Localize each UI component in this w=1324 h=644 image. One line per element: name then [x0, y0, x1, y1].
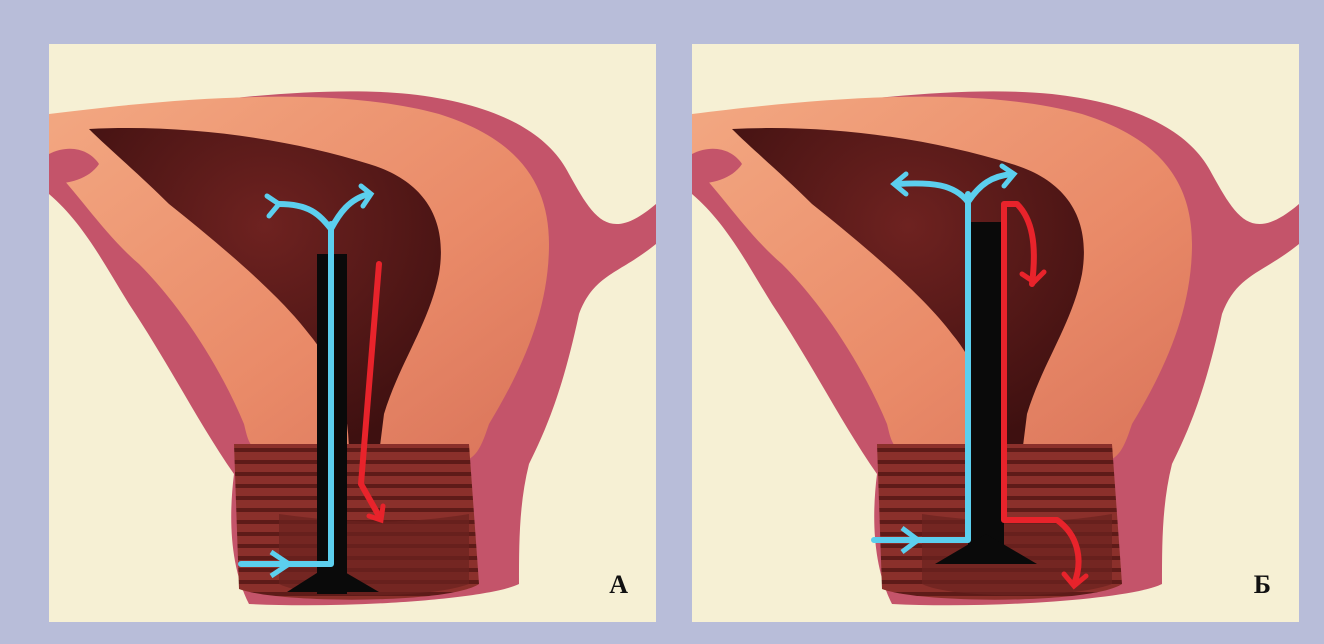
- catheter-shaft: [968, 222, 1004, 562]
- panel-label-a: А: [609, 570, 628, 600]
- panel-a: А: [49, 44, 656, 622]
- uterus-diagram-b: [692, 44, 1299, 622]
- uterus-diagram-a: [49, 44, 656, 622]
- panel-b: Б: [692, 44, 1299, 622]
- panel-label-b: Б: [1254, 570, 1271, 600]
